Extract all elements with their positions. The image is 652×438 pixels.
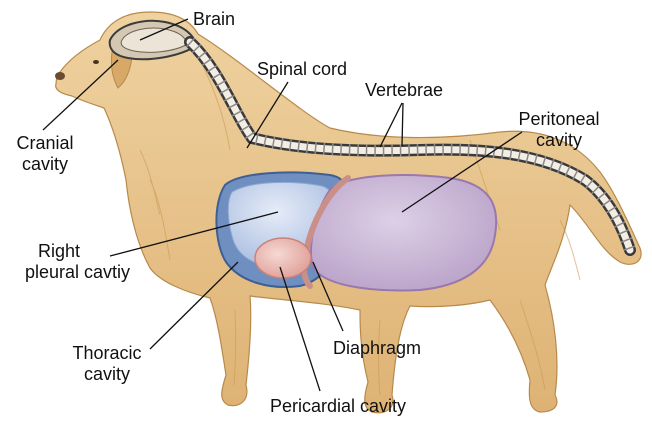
label-peritoneal-line1: Peritoneal	[504, 109, 614, 130]
label-pericardial-cavity: Pericardial cavity	[270, 396, 406, 417]
label-cranial-line2: cavity	[0, 154, 90, 175]
label-thoracic-cavity: Thoracic cavity	[62, 343, 152, 385]
label-cranial-cavity: Cranial cavity	[0, 133, 90, 175]
label-thoracic-line2: cavity	[62, 364, 152, 385]
label-peritoneal-cavity: Peritoneal cavity	[504, 109, 614, 151]
label-spinal-cord: Spinal cord	[257, 59, 347, 80]
label-brain: Brain	[193, 9, 235, 30]
eye	[93, 60, 99, 64]
peritoneal-cavity	[311, 175, 496, 290]
nose	[55, 72, 65, 80]
pericardial-cavity	[255, 238, 311, 278]
label-peritoneal-line2: cavity	[504, 130, 614, 151]
label-pleural-line2: pleural cavtiy	[0, 262, 130, 283]
label-right-pleural-cavity: Right pleural cavtiy	[0, 241, 130, 283]
label-pleural-line1: Right	[0, 241, 80, 262]
label-thoracic-line1: Thoracic	[62, 343, 152, 364]
label-diaphragm: Diaphragm	[333, 338, 421, 359]
label-cranial-line1: Cranial	[0, 133, 90, 154]
label-vertebrae: Vertebrae	[365, 80, 443, 101]
